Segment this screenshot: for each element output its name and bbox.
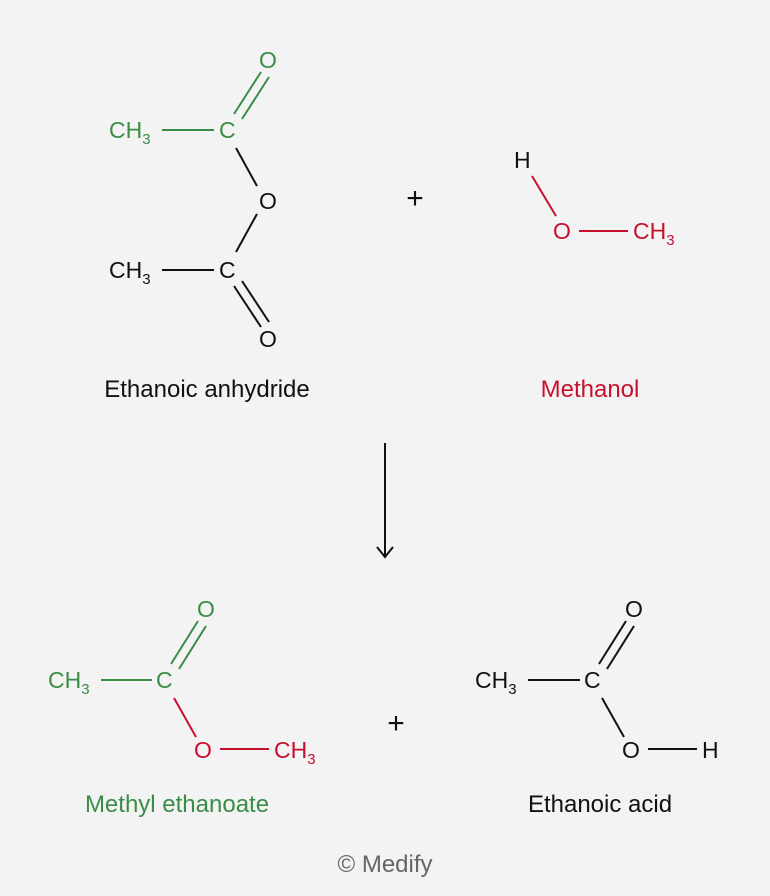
ethanoic-anhydride-molecule: CH3 C O O CH3 C O [109,47,277,352]
anhydride-top-carbon: C [219,117,236,143]
acid-carbonyl-bond-2 [606,625,635,670]
product-plus-sign: + [387,707,405,740]
ethanoic-anhydride-label: Ethanoic anhydride [104,376,309,403]
copyright-credit: © Medify [337,851,432,878]
methanol-methyl: CH3 [633,218,675,249]
reactant-plus-sign: + [406,182,424,215]
acid-hydroxyl-oxygen: O [622,737,640,763]
ester-carbonyl-carbon: C [156,667,173,693]
ester-alkoxy-methyl: CH3 [274,737,316,768]
acid-methyl: CH3 [475,667,517,698]
acid-carbon: C [584,667,601,693]
methyl-ethanoate-label: Methyl ethanoate [85,791,269,818]
ester-c-o-bond [173,697,197,738]
methyl-ethanoate-molecule: CH3 C O O CH3 [48,596,316,768]
ester-acyl-methyl: CH3 [48,667,90,698]
anhydride-top-methyl: CH3 [109,117,151,148]
reaction-arrow-head [376,546,394,559]
anhydride-bottom-methyl: CH3 [109,257,151,288]
acid-hydroxyl-hydrogen: H [702,737,719,763]
methanol-o-h-bond [531,175,557,217]
methanol-label: Methanol [541,376,640,403]
anhydride-bridge-bond-bottom [235,213,258,253]
anhydride-bottom-carbonyl-oxygen: O [259,326,277,352]
anhydride-bridge-bond-top [235,147,258,187]
ester-carbonyl-bond-2 [178,625,207,670]
acid-carbonyl-bond-1 [598,620,627,665]
anhydride-top-carbonyl-oxygen: O [259,47,277,73]
anhydride-bridge-oxygen: O [259,188,277,214]
methanol-hydrogen: H [514,147,531,173]
methanol-molecule: H O CH3 [514,147,675,249]
reaction-arrow [376,443,394,559]
ester-carbonyl-bond-1 [170,620,199,665]
anhydride-bottom-carbonyl-bond-2 [241,280,270,323]
anhydride-top-carbonyl-bond-1 [233,71,262,115]
ester-carbonyl-oxygen: O [197,596,215,622]
anhydride-bottom-carbonyl-bond-1 [233,285,262,328]
acid-carbonyl-oxygen: O [625,596,643,622]
acid-c-o-bond [601,697,625,738]
ethanoic-acid-label: Ethanoic acid [528,791,672,818]
anhydride-bottom-carbon: C [219,257,236,283]
methanol-oxygen: O [553,218,571,244]
ester-oxygen: O [194,737,212,763]
ethanoic-acid-molecule: CH3 C O O H [475,596,719,763]
anhydride-top-carbonyl-bond-2 [241,76,270,120]
